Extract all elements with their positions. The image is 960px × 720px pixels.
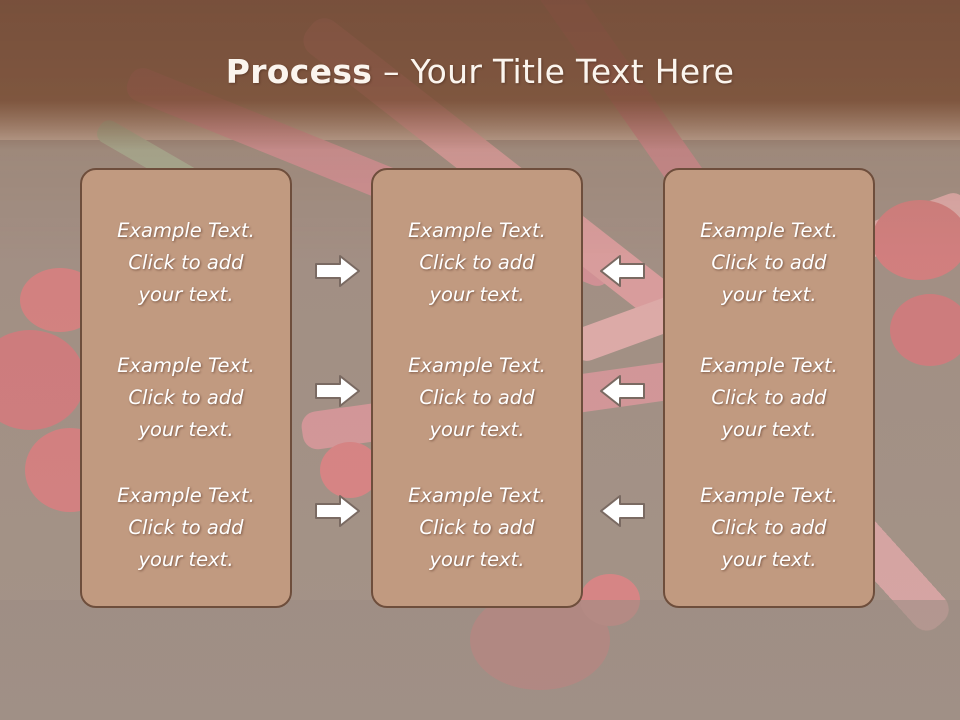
column-2-text-1[interactable]: Example Text. Click to add your text. [408, 219, 546, 306]
right-arrow-icon[interactable] [314, 494, 362, 528]
column-2-text-3[interactable]: Example Text. Click to add your text. [408, 484, 546, 571]
left-arrow-icon[interactable] [598, 494, 646, 528]
column-1-text-1[interactable]: Example Text. Click to add your text. [117, 219, 255, 306]
slide-title[interactable]: Process – Your Title Text Here [0, 52, 960, 91]
right-arrow-icon[interactable] [314, 374, 362, 408]
column-3-text-3[interactable]: Example Text. Click to add your text. [700, 484, 838, 571]
title-rest: – Your Title Text Here [372, 52, 735, 91]
slide-header: Process – Your Title Text Here [0, 0, 960, 150]
process-column-1[interactable]: Example Text. Click to add your text. Ex… [80, 168, 292, 608]
process-column-3[interactable]: Example Text. Click to add your text. Ex… [663, 168, 875, 608]
process-column-2[interactable]: Example Text. Click to add your text. Ex… [371, 168, 583, 608]
column-3-text-2[interactable]: Example Text. Click to add your text. [700, 354, 838, 441]
column-3-text-1[interactable]: Example Text. Click to add your text. [700, 219, 838, 306]
column-1-text-2[interactable]: Example Text. Click to add your text. [117, 354, 255, 441]
left-arrow-icon[interactable] [598, 374, 646, 408]
left-arrow-icon[interactable] [598, 254, 646, 288]
column-1-text-3[interactable]: Example Text. Click to add your text. [117, 484, 255, 571]
title-bold: Process [225, 52, 373, 91]
column-2-text-2[interactable]: Example Text. Click to add your text. [408, 354, 546, 441]
right-arrow-icon[interactable] [314, 254, 362, 288]
